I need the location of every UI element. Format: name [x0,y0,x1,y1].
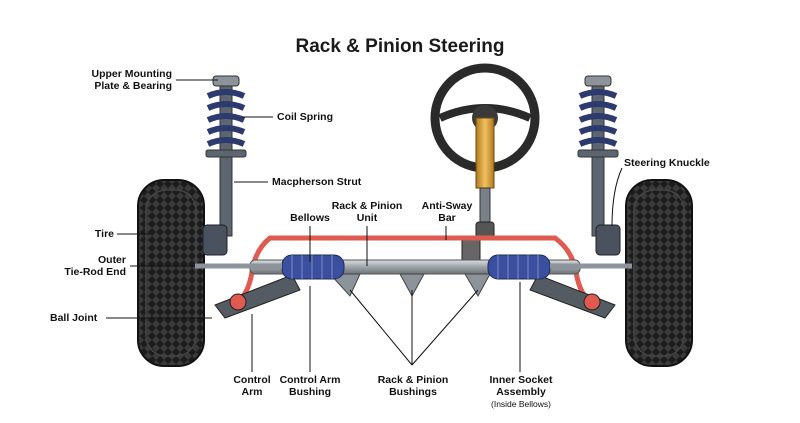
label-outer-tie-rod: Outer Tie-Rod End [40,254,126,278]
diagram-title: Rack & Pinion Steering [295,36,505,57]
label-rp-bushings-line1: Rack & Pinion [377,374,449,386]
label-tire: Tire [94,228,114,240]
label-rack-pinion-unit: Rack & Pinion Unit [322,200,412,224]
left-bellows [281,254,345,280]
steering-column [461,117,495,273]
label-inner-socket-note: (Inside Bellows) [491,399,551,409]
right-tire [625,179,693,367]
label-outer-tie-rod-line1: Outer [97,254,126,266]
control-arms [214,274,616,319]
label-control-arm-bushing-line1: Control Arm [279,374,341,386]
label-macpherson-strut: Macpherson Strut [272,176,362,188]
label-outer-tie-rod-line2: Tie-Rod End [64,266,126,278]
label-coil-spring: Coil Spring [277,111,333,123]
label-upper-mounting: Upper Mounting Plate & Bearing [60,68,172,92]
label-control-arm-bushing: Control Arm Bushing [272,374,348,398]
label-inner-socket-line2: Assembly [496,386,546,398]
label-upper-mounting-line2: Plate & Bearing [94,80,172,92]
label-anti-sway-bar: Anti-Sway Bar [412,200,482,224]
right-strut [577,75,621,256]
label-rack-pinion-unit-line2: Unit [356,212,378,224]
label-inner-socket: Inner Socket Assembly (Inside Bellows) [476,374,566,410]
label-rp-bushings-line2: Bushings [389,386,437,398]
label-inner-socket-line1: Inner Socket [489,374,553,386]
left-tire [137,179,205,367]
label-control-arm-line1: Control [233,374,271,386]
label-anti-sway-line1: Anti-Sway [421,200,473,212]
label-control-arm-line2: Arm [241,386,263,398]
label-bellows: Bellows [290,212,330,224]
label-control-arm: Control Arm [220,374,284,398]
label-upper-mounting-line1: Upper Mounting [91,68,172,80]
left-strut [202,75,247,256]
label-control-arm-bushing-line2: Bushing [289,386,331,398]
label-rack-pinion-unit-line1: Rack & Pinion [331,200,403,212]
leader-lines [106,79,623,372]
label-rp-bushings: Rack & Pinion Bushings [365,374,461,398]
label-steering-knuckle: Steering Knuckle [624,157,710,169]
right-bellows [487,254,551,280]
label-anti-sway-line2: Bar [438,212,456,224]
label-ball-joint: Ball Joint [50,312,98,324]
